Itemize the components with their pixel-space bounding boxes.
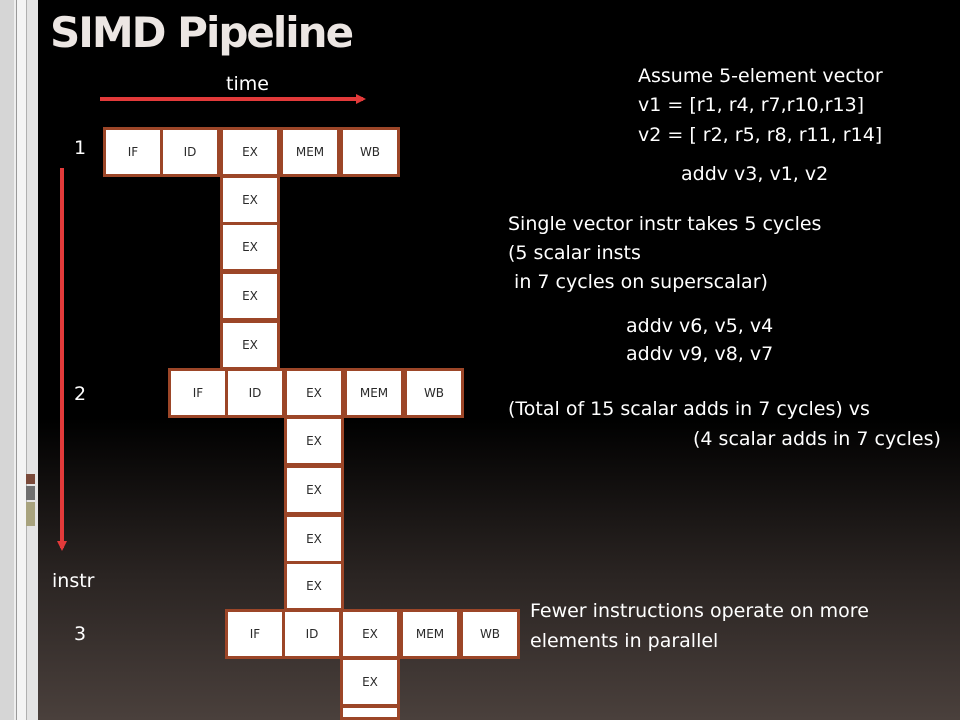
decoration-block: [26, 502, 35, 526]
row-number: 1: [74, 137, 87, 159]
stage-ex-extra: EX: [220, 175, 280, 225]
slide-title: SIMD Pipeline: [50, 8, 354, 57]
stage-if: IF: [168, 368, 228, 418]
decoration-lines: [14, 0, 38, 720]
instr-axis-label: instr: [52, 570, 95, 592]
conclusion-note: elements in parallel: [530, 630, 719, 652]
stage-mem: MEM: [344, 368, 404, 418]
assume-line: Assume 5-element vector: [638, 65, 883, 87]
time-axis-label: time: [226, 73, 269, 95]
stage-mem: MEM: [280, 127, 340, 177]
stage-wb: WB: [404, 368, 464, 418]
stage-id: ID: [160, 127, 220, 177]
addv-instr: addv v9, v8, v7: [626, 343, 774, 365]
stage-if: IF: [225, 609, 285, 659]
slide-side-decoration: [0, 0, 38, 720]
stage-ex-extra: EX: [340, 657, 400, 707]
stage-wb: WB: [460, 609, 520, 659]
row-number: 3: [74, 623, 87, 645]
stage-id: ID: [282, 609, 342, 659]
single-instr-note: (5 scalar insts: [508, 242, 641, 264]
decoration-block: [26, 486, 35, 500]
stage-ex: EX: [220, 127, 280, 177]
assume-line: v2 = [ r2, r5, r8, r11, r14]: [638, 124, 883, 146]
total-comparison: (Total of 15 scalar adds in 7 cycles) vs: [508, 398, 870, 420]
stage-ex-extra: [340, 705, 400, 720]
single-instr-note: in 7 cycles on superscalar): [508, 271, 768, 293]
assume-line: v1 = [r1, r4, r7,r10,r13]: [638, 94, 865, 116]
decoration-block: [26, 474, 35, 484]
stage-ex-extra: EX: [220, 222, 280, 272]
stage-ex-extra: EX: [284, 514, 344, 564]
total-comparison: (4 scalar adds in 7 cycles): [693, 428, 941, 450]
addv-instr: addv v3, v1, v2: [681, 163, 829, 185]
addv-instr: addv v6, v5, v4: [626, 315, 774, 337]
stage-wb: WB: [340, 127, 400, 177]
stage-mem: MEM: [400, 609, 460, 659]
stage-ex-extra: EX: [284, 465, 344, 515]
stage-ex-extra: EX: [220, 271, 280, 321]
stage-ex-extra: EX: [220, 320, 280, 370]
stage-ex: EX: [340, 609, 400, 659]
row-number: 2: [74, 383, 87, 405]
single-instr-note: Single vector instr takes 5 cycles: [508, 213, 822, 235]
stage-ex-extra: EX: [284, 561, 344, 611]
stage-if: IF: [103, 127, 163, 177]
conclusion-note: Fewer instructions operate on more: [530, 600, 869, 622]
stage-ex: EX: [284, 368, 344, 418]
stage-id: ID: [225, 368, 285, 418]
stage-ex-extra: EX: [284, 416, 344, 466]
